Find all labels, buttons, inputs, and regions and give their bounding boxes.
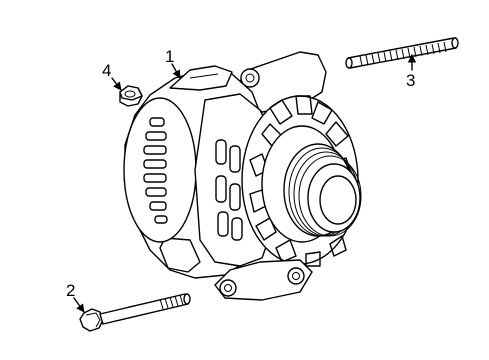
nut-illustration bbox=[119, 85, 143, 107]
rear-vent-slots bbox=[143, 117, 168, 224]
bolt-thread bbox=[159, 294, 184, 310]
leader-lines bbox=[73, 54, 417, 313]
side-vent-slots bbox=[215, 139, 243, 241]
callout-2: 2 bbox=[66, 281, 75, 300]
leader-1 bbox=[171, 63, 181, 79]
stud-illustration bbox=[345, 37, 459, 69]
pulley bbox=[283, 143, 362, 237]
leader-2 bbox=[73, 297, 85, 313]
callout-1: 1 bbox=[165, 47, 174, 66]
alternator-illustration bbox=[123, 51, 362, 301]
callout-4: 4 bbox=[102, 61, 111, 80]
stud-thread bbox=[359, 41, 447, 67]
bolt-illustration bbox=[79, 293, 191, 332]
leader-4 bbox=[111, 77, 122, 91]
callout-3: 3 bbox=[406, 71, 415, 90]
